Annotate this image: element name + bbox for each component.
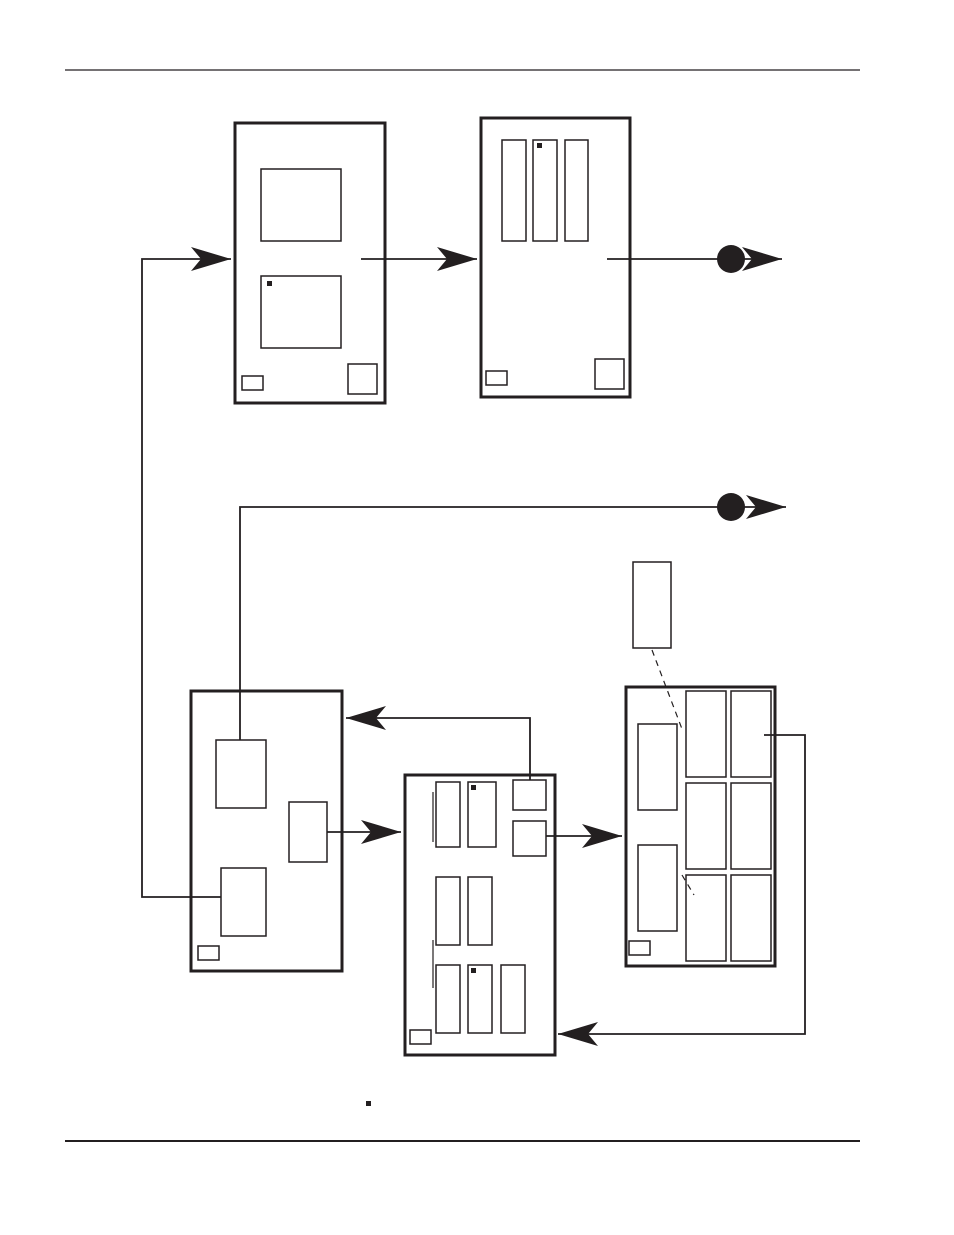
component-block bbox=[512, 820, 547, 857]
component-block bbox=[730, 874, 772, 962]
component-block bbox=[435, 781, 461, 848]
connection-bottom-left-to-output bbox=[239, 495, 786, 740]
install-guide-dashed-line bbox=[651, 649, 695, 896]
board-bottom-center bbox=[403, 773, 557, 1057]
component-block bbox=[435, 964, 461, 1034]
component-block bbox=[564, 139, 589, 242]
component-block bbox=[500, 964, 526, 1034]
component-block bbox=[288, 801, 328, 863]
connector-block bbox=[241, 375, 264, 391]
connector-block bbox=[347, 363, 378, 395]
detached-module bbox=[632, 561, 672, 649]
board-bottom-left bbox=[189, 689, 344, 973]
component-block bbox=[532, 139, 558, 242]
component-block bbox=[467, 781, 497, 848]
component-block bbox=[467, 876, 493, 946]
board-top-left bbox=[233, 121, 387, 405]
component-block bbox=[730, 690, 772, 778]
board-outline bbox=[479, 116, 632, 399]
board-outline bbox=[233, 121, 387, 405]
component-block bbox=[637, 844, 678, 932]
component-block bbox=[467, 964, 493, 1034]
marker-dot bbox=[267, 281, 272, 286]
marker-dot bbox=[537, 143, 542, 148]
output-node bbox=[717, 493, 745, 521]
component-block bbox=[685, 874, 727, 962]
legend-marker bbox=[366, 1101, 371, 1106]
connector-block bbox=[485, 370, 508, 386]
component-block bbox=[637, 723, 678, 811]
component-block bbox=[435, 876, 461, 946]
connection-bottom-center-to-bottom-left bbox=[346, 706, 531, 780]
component-block bbox=[260, 168, 342, 242]
marker-dot bbox=[471, 785, 476, 790]
component-block bbox=[685, 690, 727, 778]
marker-dot bbox=[471, 968, 476, 973]
board-bottom-right bbox=[624, 685, 777, 968]
connector-block bbox=[197, 945, 220, 961]
component-block bbox=[685, 782, 727, 870]
output-node bbox=[717, 245, 745, 273]
component-block bbox=[501, 139, 527, 242]
component-block bbox=[220, 867, 267, 937]
connector-block bbox=[409, 1029, 432, 1045]
connector-block bbox=[628, 940, 651, 956]
connector-block bbox=[594, 358, 625, 390]
board-outline bbox=[189, 689, 344, 973]
connection-return-to-top-left bbox=[141, 247, 231, 898]
component-block bbox=[215, 739, 267, 809]
component-block bbox=[730, 782, 772, 870]
component-block bbox=[260, 275, 342, 349]
component-block bbox=[512, 779, 547, 811]
board-outline bbox=[403, 773, 557, 1057]
board-top-right bbox=[479, 116, 632, 399]
connection-bottom-right-to-bottom-center bbox=[558, 734, 806, 1046]
board-outline bbox=[624, 685, 777, 968]
